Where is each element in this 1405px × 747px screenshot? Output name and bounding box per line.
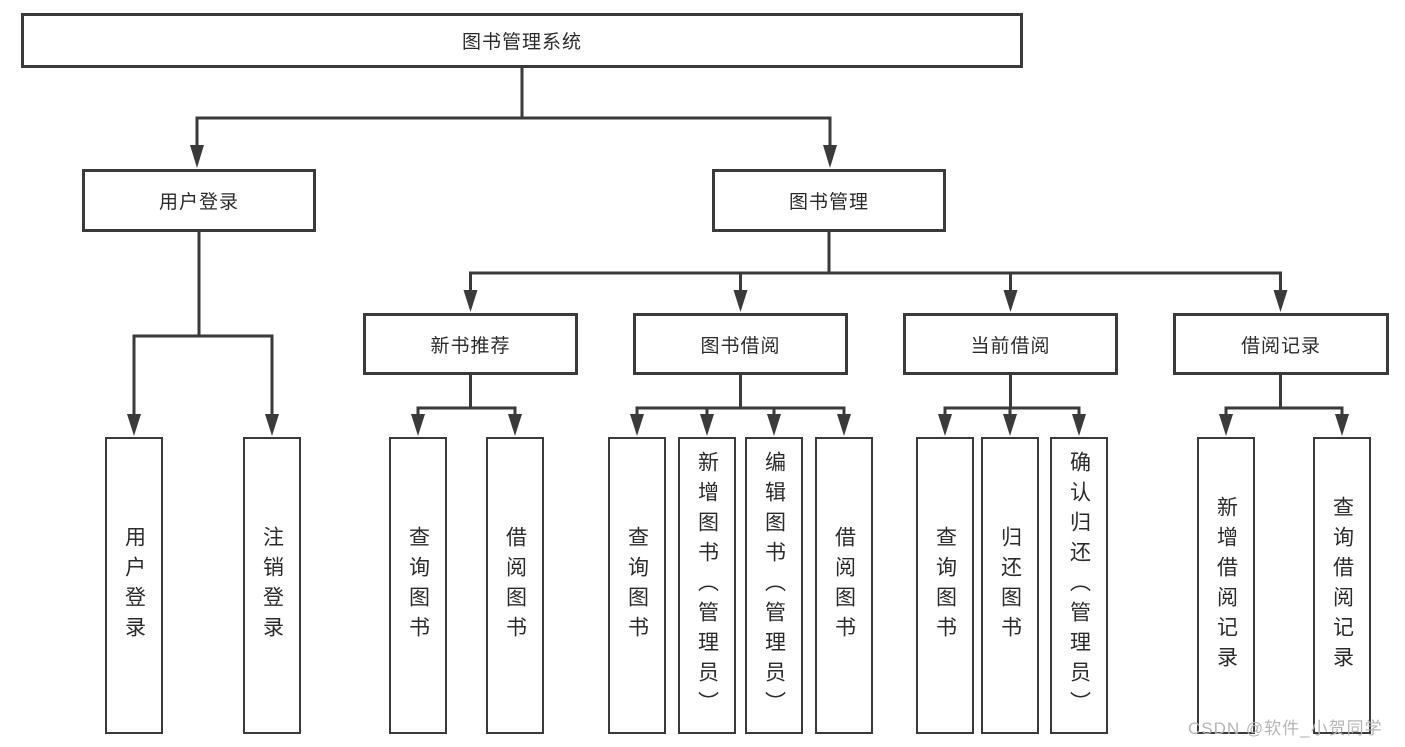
leaf-return-books: 归还图书	[981, 437, 1039, 734]
node-current-borrow: 当前借阅	[903, 313, 1118, 375]
leaf-query-borrow-record: 查询借阅记录	[1313, 437, 1371, 734]
arrowhead-icon	[700, 414, 714, 436]
arrowhead-icon	[1219, 414, 1233, 436]
node-new-book-recommend-label: 新书推荐	[430, 335, 511, 357]
arrowhead-icon	[265, 414, 279, 436]
leaf-edit-book-admin: 编辑图书（管理员）	[745, 437, 803, 734]
node-new-book-recommend: 新书推荐	[363, 313, 578, 375]
connector-root-to-level2	[190, 68, 837, 168]
leaf-logout-label: 注销登录	[260, 525, 284, 646]
leaf-add-borrow-record-label: 新增借阅记录	[1214, 495, 1238, 676]
connector-recommend-to-leaves	[411, 375, 522, 436]
leaf-add-book-admin: 新增图书（管理员）	[678, 437, 736, 734]
leaf-add-borrow-record: 新增借阅记录	[1197, 437, 1255, 734]
connector-records-to-leaves	[1219, 375, 1349, 436]
leaf-borrow-query-books: 查询图书	[608, 437, 666, 734]
arrowhead-icon	[508, 414, 522, 436]
node-root: 图书管理系统	[21, 13, 1023, 68]
arrowhead-icon	[630, 414, 644, 436]
leaf-user-login: 用户登录	[105, 437, 163, 734]
arrowhead-icon	[938, 414, 952, 436]
connector-borrow-to-leaves	[630, 375, 851, 436]
leaf-recommend-borrow-books: 借阅图书	[486, 437, 544, 734]
leaf-recommend-query-books-label: 查询图书	[406, 525, 430, 646]
leaf-edit-book-admin-label: 编辑图书（管理员）	[762, 450, 786, 721]
node-book-management: 图书管理	[712, 169, 946, 232]
connector-bookmgmt-to-level3	[463, 232, 1288, 312]
leaf-borrow-query-books-label: 查询图书	[625, 525, 649, 646]
leaf-query-borrow-record-label: 查询借阅记录	[1330, 495, 1354, 676]
arrowhead-icon	[1003, 414, 1017, 436]
arrowhead-icon	[837, 414, 851, 436]
leaf-return-books-label: 归还图书	[998, 525, 1022, 646]
leaf-confirm-return-admin: 确认归还（管理员）	[1050, 437, 1108, 734]
node-book-borrow-label: 图书借阅	[700, 335, 781, 357]
arrowhead-icon	[1072, 414, 1086, 436]
arrowhead-icon	[127, 414, 141, 436]
arrowhead-icon	[1003, 290, 1018, 312]
node-borrow-records-label: 借阅记录	[1240, 335, 1321, 357]
leaf-recommend-query-books: 查询图书	[389, 437, 447, 734]
leaf-confirm-return-admin-label: 确认归还（管理员）	[1067, 450, 1091, 721]
arrowhead-icon	[1273, 290, 1288, 312]
node-root-label: 图书管理系统	[461, 32, 582, 53]
node-user-login: 用户登录	[82, 169, 316, 232]
leaf-borrow-borrow-books: 借阅图书	[815, 437, 873, 734]
arrowhead-icon	[411, 414, 425, 436]
leaf-borrow-borrow-books-label: 借阅图书	[832, 525, 856, 646]
arrowhead-icon	[733, 290, 748, 312]
node-user-login-label: 用户登录	[158, 192, 239, 213]
arrowhead-icon	[823, 145, 837, 168]
arrowhead-icon	[190, 145, 204, 168]
leaf-user-login-label: 用户登录	[122, 525, 146, 646]
arrowhead-icon	[1335, 414, 1349, 436]
node-book-management-label: 图书管理	[788, 192, 869, 213]
leaf-recommend-borrow-books-label: 借阅图书	[503, 525, 527, 646]
csdn-watermark: CSDN @软件_小贺同学	[1188, 719, 1383, 738]
connector-current-to-leaves	[938, 375, 1086, 436]
connector-userlogin-to-leaves	[127, 232, 279, 436]
node-borrow-records: 借阅记录	[1173, 313, 1389, 375]
node-book-borrow: 图书借阅	[633, 313, 848, 375]
leaf-add-book-admin-label: 新增图书（管理员）	[695, 450, 719, 721]
leaf-current-query-books: 查询图书	[916, 437, 974, 734]
node-current-borrow-label: 当前借阅	[970, 335, 1051, 357]
leaf-logout: 注销登录	[243, 437, 301, 734]
leaf-current-query-books-label: 查询图书	[933, 525, 957, 646]
arrowhead-icon	[463, 290, 478, 312]
arrowhead-icon	[767, 414, 781, 436]
